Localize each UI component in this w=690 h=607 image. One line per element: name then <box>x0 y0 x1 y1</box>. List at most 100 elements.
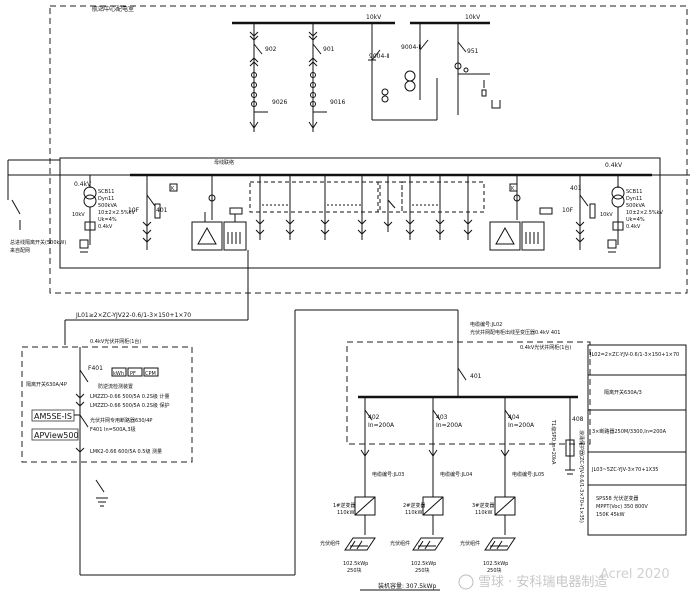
left-cab-item1: 防逆流检测装置 <box>98 383 133 390</box>
spec-row-1: JL02=2×ZC-YJV-0.6/1-3×150+1×70 <box>589 352 679 358</box>
array3-kwp: 102.5kWp <box>483 561 508 567</box>
hv-feeder-951: 951 <box>404 23 501 115</box>
tx-right-kva: 500kVA <box>626 203 646 209</box>
left-cab-item2: LMZZD-0.66 500/5A 0.2S级 计量 <box>90 393 169 400</box>
watermark-text: 雪球 · 安科瑞电器制造 <box>478 575 607 590</box>
hv-feeder-9004: 9004-Ⅱ 9004-Ⅱ <box>368 23 438 121</box>
left-cab-item4: 光伏并网专用断路器630/4P <box>90 417 152 424</box>
hv-bus-left-label: 10kV <box>366 14 382 21</box>
fuse-right: 10F <box>562 207 574 214</box>
feeder-402-id: 402 <box>368 414 380 421</box>
cable-jl04: 电缆编号:JL04 <box>440 471 472 478</box>
array3-count: 250块 <box>487 567 502 574</box>
array3-name: 光伏组件 <box>460 540 480 547</box>
inv1-name: 1#逆变器 <box>333 502 355 509</box>
label-951: 951 <box>467 48 479 55</box>
inv3-power: 110kW <box>475 510 492 516</box>
pv-feeder-404: 404 In=200A <box>504 397 535 440</box>
left-pv-cabinet <box>21 346 193 463</box>
feeder-408-id: 408 <box>572 416 584 423</box>
lv-incomer-left: 401 10F <box>128 175 168 250</box>
substation-boundary <box>49 5 688 294</box>
spd-side-label: 浪涌保护器(ZC-YJV-0.6/1-3×70+1×35) <box>578 430 585 523</box>
compensation-right: K <box>489 175 553 251</box>
hv-bus-right-label: 10kV <box>465 14 481 21</box>
inverter-branch-2: 电缆编号:JL04 2#逆变器 110kW 光伏组件 102.5kWp 250块 <box>390 440 472 574</box>
left-switch-sub: 来自配网 <box>10 247 30 254</box>
tx-left-type: SCB11 <box>98 189 114 195</box>
lv-right-label: 0.4kV <box>605 162 623 169</box>
right-cab-title: 0.4kV光伏并网柜(1台) <box>520 344 571 351</box>
inverter-branch-3: 电缆编号:JL05 3#逆变器 110kW 光伏组件 102.5kWp 250块 <box>460 440 544 574</box>
feeder-402-rating: In=200A <box>368 422 395 429</box>
feeders-right <box>401 175 485 240</box>
array1-kwp: 102.5kWp <box>343 561 368 567</box>
hv-feeder-901: 901 9016 <box>308 23 345 132</box>
label-9026: 9026 <box>272 99 287 106</box>
tx-right-hv: 10kV <box>600 212 613 218</box>
tx-right-vector: Dyn11 <box>626 196 642 202</box>
left-cab-item3: LMZZD-0.66 500/5A 0.2S级 保护 <box>90 402 169 409</box>
left-switch-label: 总进线隔离开关(500kW) <box>10 239 66 246</box>
compensation-left: K <box>169 175 247 251</box>
meter-kwh: kWh <box>113 371 124 377</box>
spec-row-2: 隔离开关630A/3 <box>604 389 642 396</box>
array2-kwp: 102.5kWp <box>411 561 436 567</box>
array2-count: 250块 <box>415 567 430 574</box>
left-cab-item5: F401 In=500A,3极 <box>90 426 136 433</box>
label-901: 901 <box>323 46 335 53</box>
watermark-text-2: Acrel 2020 <box>600 567 670 582</box>
transformer-left: SCB11 Dyn11 500kVA 10±2×2.5%kV Uk=4% 0.4… <box>72 175 136 253</box>
box-apview: APView500 <box>34 431 79 440</box>
svg-text:K: K <box>511 186 515 192</box>
inv1-power: 110kW <box>337 510 354 516</box>
tx-left-uk: Uk=4% <box>98 217 117 223</box>
cable-main-label: JL01≥2×ZC-YJV22-0.6/1-3×150+1×70 <box>75 312 191 319</box>
tx-right-type: SCB11 <box>626 189 642 195</box>
box-am5se-label: AM5SE-IS <box>34 412 72 421</box>
right-main-breaker: 401 <box>470 373 482 380</box>
breaker-401-right: 401 <box>570 185 582 192</box>
tx-left-kva: 500kVA <box>98 203 118 209</box>
breaker-401-left: 401 <box>156 207 168 214</box>
svg-text:K: K <box>171 186 175 192</box>
tx-left-tap: 10±2×2.5%kV <box>98 210 136 216</box>
feeder-403-id: 403 <box>436 414 448 421</box>
right-cable-in: 电缆编号:JL02 <box>470 321 502 328</box>
transformer-right: SCB11 Dyn11 500kVA 10±2×2.5%kV Uk=4% 0.4… <box>600 175 664 253</box>
pv-feeder-402: 402 In=200A <box>364 397 395 440</box>
pv-feeder-403: 403 In=200A <box>432 397 463 440</box>
inverter-branch-1: 电缆编号:JL03 1#逆变器 110kW 光伏组件 102.5kWp 250块 <box>320 440 404 574</box>
lv-left-label: 0.4kV <box>74 181 92 188</box>
inv3-name: 3#逆变器 <box>472 502 494 509</box>
feeder-404-rating: In=200A <box>508 422 535 429</box>
feeder-403-rating: In=200A <box>436 422 463 429</box>
array1-name: 光伏组件 <box>320 540 340 547</box>
spec-row-4: JL03~5ZC-YJV-3×70+1X35 <box>591 467 658 473</box>
label-9004b: 9004-Ⅱ <box>401 44 421 51</box>
inv2-name: 2#逆变器 <box>403 502 425 509</box>
tx-right-lv: 0.4kV <box>626 224 641 230</box>
spd-label: T1级SPD,In=20kA <box>550 419 557 465</box>
cable-jl05: 电缆编号:JL05 <box>512 471 544 478</box>
total-capacity: 装机容量: 307.5kWp <box>378 582 437 590</box>
label-9016: 9016 <box>330 99 345 106</box>
left-cab-feed: 隔离开关630A/4P <box>26 381 67 388</box>
tx-right-tap: 10±2×2.5%kV <box>626 210 664 216</box>
left-cab-item6: LMK2-0.66 600/5A 0.5级 测量 <box>90 448 162 455</box>
feeder-404-id: 404 <box>508 414 520 421</box>
lv-incomer-right: 401 10F <box>562 175 596 250</box>
left-incomer-switch: 总进线隔离开关(500kW) 来自配网 <box>7 159 66 254</box>
tx-left-vector: Dyn11 <box>98 196 114 202</box>
spec-row-3: 3×断路器250M/3300,In=200A <box>592 428 667 435</box>
watermark: 雪球 · 安科瑞电器制造 Acrel 2020 <box>458 567 670 590</box>
left-cabinet-content: F401 隔离开关630A/4P kWh PF CPM 防逆流检测装置 LMZZ… <box>26 347 169 540</box>
label-9004: 9004-Ⅱ <box>369 53 389 60</box>
spec-table: JL02=2×ZC-YJV-0.6/1-3×150+1×70 隔离开关630A/… <box>587 344 687 536</box>
label-902: 902 <box>265 46 277 53</box>
feeders-left <box>249 175 381 240</box>
meter-pf: PF <box>130 371 136 377</box>
left-cab-breaker: F401 <box>88 365 103 372</box>
